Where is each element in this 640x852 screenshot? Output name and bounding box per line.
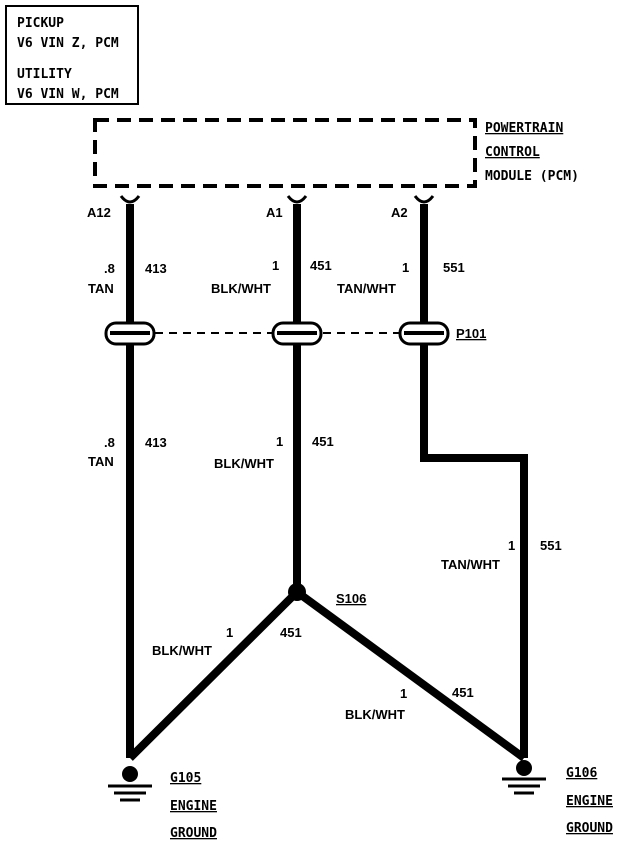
ground-g106-line3: GROUND [566,821,613,836]
applicability-box [5,5,139,105]
wire-451-lower-circuit: 451 [312,434,334,449]
pin-a12-terminal [119,195,141,204]
ground-g106-line2: ENGINE [566,794,613,809]
pin-a1-terminal [286,195,308,204]
wire-551 [420,204,528,758]
wire-413-upper-gauge: .8 [104,261,115,276]
wire-451-upper-color: BLK/WHT [211,281,271,296]
ground-g105-id: G105 [170,771,201,786]
wire-413-upper-color: TAN [88,281,114,296]
ground-g105-icon [108,766,152,802]
connector-p101-413 [104,321,156,346]
pin-a1-label: A1 [266,205,283,220]
wire-451-right [294,588,527,762]
pin-a2-terminal [413,195,435,204]
wire-551-upper-color: TAN/WHT [337,281,396,296]
wire-413-lower-circuit: 413 [145,435,167,450]
wire-451-right-color: BLK/WHT [345,707,405,722]
wire-451-right-gauge: 1 [400,686,407,701]
wire-451-lower-gauge: 1 [276,434,283,449]
applicability-line1: PICKUP [17,16,64,31]
pcm-module-box [93,118,477,188]
wire-413-lower-gauge: .8 [104,435,115,450]
pcm-name-line1: POWERTRAIN [485,121,563,136]
pin-a2-label: A2 [391,205,408,220]
wire-451-right-circuit: 451 [452,685,474,700]
wire-551-upper-gauge: 1 [402,260,409,275]
wire-451-left [127,589,300,761]
wire-413-lower-color: TAN [88,454,114,469]
ground-g105-line2: ENGINE [170,799,217,814]
wire-551-lower-color: TAN/WHT [441,557,500,572]
connector-p101-label: P101 [456,326,486,341]
splice-s106-dot [288,583,306,601]
connector-p101-551 [398,321,450,346]
wire-551-lower-gauge: 1 [508,538,515,553]
wire-451-upper-gauge: 1 [272,258,279,273]
wire-451-upper-circuit: 451 [310,258,332,273]
wire-551-upper-circuit: 551 [443,260,465,275]
wire-451-lower-color: BLK/WHT [214,456,274,471]
ground-g106-icon [502,760,546,795]
wire-451-left-gauge: 1 [226,625,233,640]
splice-s106-label: S106 [336,591,366,606]
pin-a12-label: A12 [87,205,111,220]
applicability-line4: V6 VIN W, PCM [17,87,119,102]
ground-g105-line3: GROUND [170,826,217,841]
wire-551-lower-circuit: 551 [540,538,562,553]
pcm-name-line3: MODULE (PCM) [485,169,579,184]
connector-p101-451 [271,321,323,346]
applicability-line2: V6 VIN Z, PCM [17,36,119,51]
ground-g106-id: G106 [566,766,597,781]
wire-413-upper-circuit: 413 [145,261,167,276]
pcm-name-line2: CONTROL [485,145,540,160]
wire-451-left-circuit: 451 [280,625,302,640]
applicability-line3: UTILITY [17,67,72,82]
wire-451-left-color: BLK/WHT [152,643,212,658]
